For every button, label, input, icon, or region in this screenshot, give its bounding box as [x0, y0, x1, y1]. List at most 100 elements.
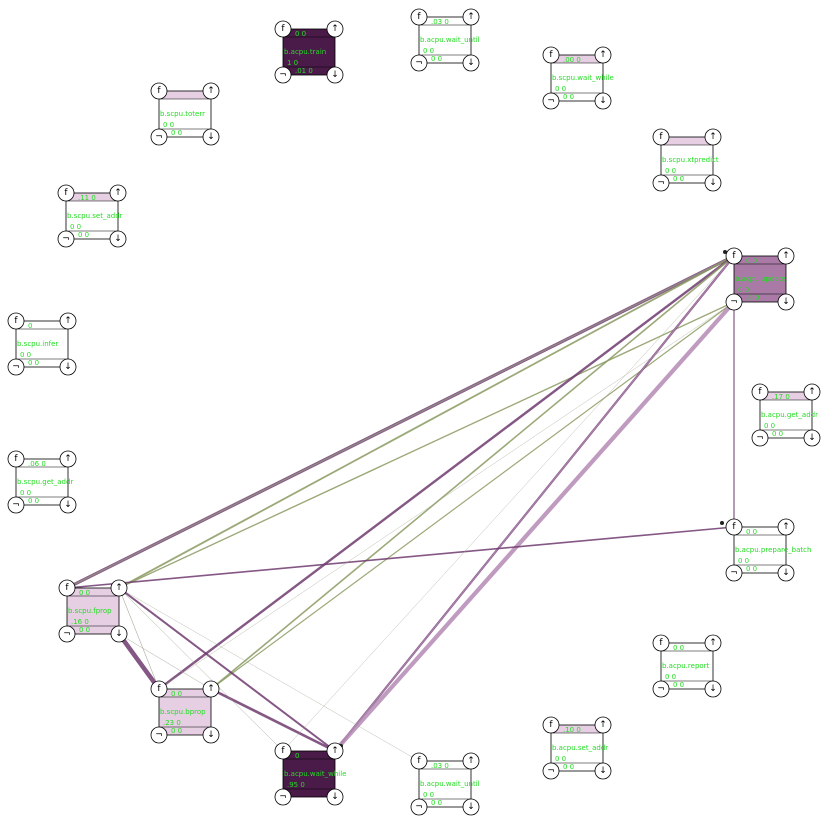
- edge-update-bprop: [210, 255, 735, 690]
- f-port-icon[interactable]: f: [542, 46, 560, 64]
- f-port-icon[interactable]: f: [150, 680, 168, 698]
- up-arrow-icon[interactable]: ↑: [110, 579, 128, 597]
- svg-text:f: f: [549, 50, 553, 60]
- f-port-icon[interactable]: f: [7, 312, 25, 330]
- up-arrow-icon[interactable]: ↑: [109, 184, 127, 202]
- node-wait_while_bot[interactable]: 0b.acpu.wait_while.95 0f↑¬↓: [274, 742, 346, 806]
- down-arrow-icon[interactable]: ↓: [110, 625, 128, 643]
- f-port-icon[interactable]: f: [542, 716, 560, 734]
- node-label: b.scpu.xtpredict: [662, 156, 719, 164]
- f-port-icon[interactable]: f: [150, 82, 168, 100]
- not-icon[interactable]: ¬: [150, 726, 168, 744]
- svg-text:↑: ↑: [599, 50, 607, 60]
- node-top-bar: [661, 137, 713, 145]
- not-icon[interactable]: ¬: [751, 429, 769, 447]
- not-icon[interactable]: ¬: [57, 230, 75, 248]
- f-port-icon[interactable]: f: [725, 518, 743, 536]
- f-port-icon[interactable]: f: [751, 383, 769, 401]
- not-icon[interactable]: ¬: [274, 788, 292, 806]
- edge-fprop-wait_while_bot: [118, 587, 284, 752]
- down-arrow-icon[interactable]: ↓: [326, 788, 344, 806]
- not-icon[interactable]: ¬: [7, 358, 25, 376]
- up-arrow-icon[interactable]: ↑: [326, 20, 344, 38]
- up-arrow-icon[interactable]: ↑: [777, 247, 795, 265]
- svg-text:↓: ↓: [709, 178, 717, 188]
- not-icon[interactable]: ¬: [274, 66, 292, 84]
- f-port-icon[interactable]: f: [652, 634, 670, 652]
- up-arrow-icon[interactable]: ↑: [326, 742, 344, 760]
- up-arrow-icon[interactable]: ↑: [462, 8, 480, 26]
- f-port-icon[interactable]: f: [652, 128, 670, 146]
- not-icon[interactable]: ¬: [410, 798, 428, 816]
- not-icon[interactable]: ¬: [542, 92, 560, 110]
- up-arrow-icon[interactable]: ↑: [202, 680, 220, 698]
- not-icon[interactable]: ¬: [150, 128, 168, 146]
- f-port-icon[interactable]: f: [274, 742, 292, 760]
- down-arrow-icon[interactable]: ↓: [704, 680, 722, 698]
- node-bprop[interactable]: 0 0b.scpu.bprop.23 00 0f↑¬↓: [150, 680, 220, 744]
- up-arrow-icon[interactable]: ↑: [594, 46, 612, 64]
- down-arrow-icon[interactable]: ↓: [704, 174, 722, 192]
- node-fprop[interactable]: 0 0b.scpu.fprop.16 00 0f↑¬↓: [58, 579, 128, 643]
- up-arrow-icon[interactable]: ↑: [59, 312, 77, 330]
- down-arrow-icon[interactable]: ↓: [594, 92, 612, 110]
- svg-text:f: f: [65, 583, 69, 593]
- not-icon[interactable]: ¬: [652, 680, 670, 698]
- f-port-icon[interactable]: f: [410, 8, 428, 26]
- f-port-icon[interactable]: f: [57, 184, 75, 202]
- down-arrow-icon[interactable]: ↓: [462, 54, 480, 72]
- up-arrow-icon[interactable]: ↑: [704, 634, 722, 652]
- not-icon[interactable]: ¬: [725, 564, 743, 582]
- up-arrow-icon[interactable]: ↑: [462, 752, 480, 770]
- down-arrow-icon[interactable]: ↓: [777, 564, 795, 582]
- down-arrow-icon[interactable]: ↓: [326, 66, 344, 84]
- up-arrow-icon[interactable]: ↑: [594, 716, 612, 734]
- not-icon[interactable]: ¬: [410, 54, 428, 72]
- not-icon[interactable]: ¬: [652, 174, 670, 192]
- down-arrow-icon[interactable]: ↓: [59, 496, 77, 514]
- not-icon[interactable]: ¬: [542, 762, 560, 780]
- node-bottom-value: .23 0: [163, 719, 181, 727]
- down-arrow-icon[interactable]: ↓: [202, 726, 220, 744]
- up-arrow-icon[interactable]: ↑: [803, 383, 821, 401]
- up-arrow-icon[interactable]: ↑: [777, 518, 795, 536]
- down-arrow-icon[interactable]: ↓: [803, 429, 821, 447]
- node-frame: [660, 642, 714, 690]
- node-label: b.scpu.fprop: [68, 607, 112, 615]
- down-arrow-icon[interactable]: ↓: [202, 128, 220, 146]
- down-arrow-icon[interactable]: ↓: [777, 293, 795, 311]
- not-icon[interactable]: ¬: [7, 496, 25, 514]
- down-arrow-icon[interactable]: ↓: [594, 762, 612, 780]
- svg-text:f: f: [157, 684, 161, 694]
- svg-text:↑: ↑: [331, 746, 339, 756]
- down-arrow-icon[interactable]: ↓: [109, 230, 127, 248]
- f-port-icon[interactable]: f: [58, 579, 76, 597]
- not-icon[interactable]: ¬: [725, 293, 743, 311]
- node-bottom-value: 0 0: [70, 223, 81, 231]
- up-arrow-icon[interactable]: ↑: [202, 82, 220, 100]
- f-port-icon[interactable]: f: [725, 247, 743, 265]
- f-port-icon[interactable]: f: [274, 20, 292, 38]
- down-arrow-icon[interactable]: ↓: [59, 358, 77, 376]
- not-icon[interactable]: ¬: [58, 625, 76, 643]
- node-bottom2-value: 0 0: [746, 565, 757, 573]
- f-port-icon[interactable]: f: [7, 450, 25, 468]
- f-port-icon[interactable]: f: [410, 752, 428, 770]
- up-arrow-icon[interactable]: ↑: [59, 450, 77, 468]
- up-arrow-icon[interactable]: ↑: [704, 128, 722, 146]
- down-arrow-icon[interactable]: ↓: [462, 798, 480, 816]
